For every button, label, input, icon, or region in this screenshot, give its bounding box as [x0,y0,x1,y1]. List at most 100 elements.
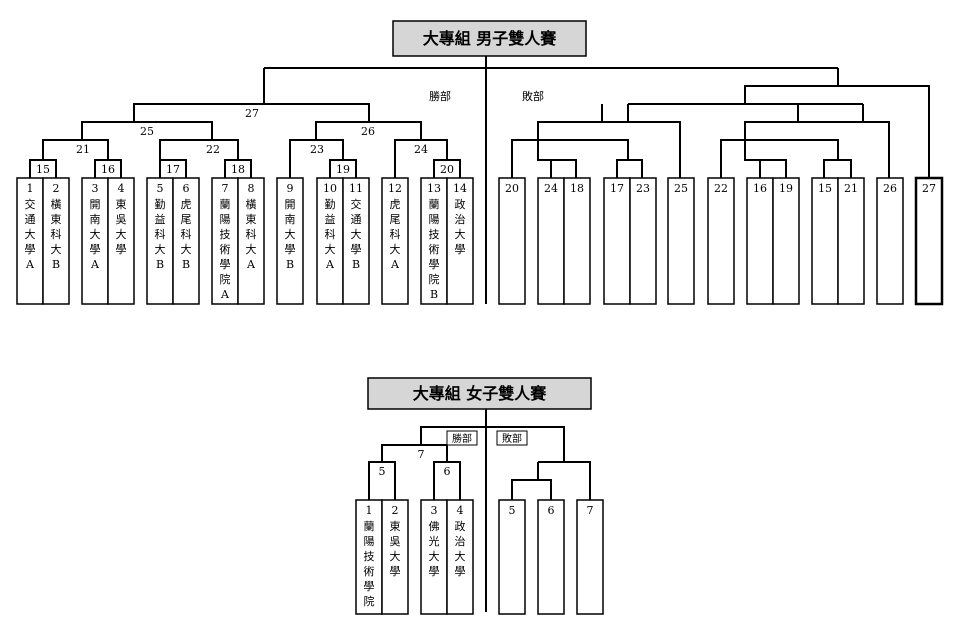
men-loser-slot: 17 [603,177,631,305]
men-loser-slot: 24 [537,177,565,305]
women-team-box: 1 蘭陽技術學院 [355,499,383,615]
men-match-26: 26 [361,125,375,138]
women-team-seed: 2 [392,504,399,517]
men-loser-slot-label: 19 [779,182,793,195]
men-match-21: 21 [76,143,90,156]
women-loser-slot: 5 [498,499,526,615]
women-title: 大專組 女子雙人賽 [413,384,548,403]
men-team-seed: 2 [53,182,60,195]
men-losers-bracket [511,68,930,178]
men-winners-bracket [29,68,461,178]
men-loser-slot: 18 [563,177,591,305]
men-team-seed: 12 [388,182,402,195]
men-loser-slot-label: 21 [844,182,858,195]
women-winners-label: 勝部 [452,432,472,445]
women-team-name: 東吳大學 [390,520,401,578]
women-match-6: 6 [444,465,451,478]
women-title-box: 大專組 女子雙人賽 [367,377,592,410]
men-team-name: 東吳大學 [116,198,127,256]
men-match-20: 20 [440,163,454,176]
men-loser-slot-label: 20 [505,182,519,195]
men-loser-slot-label: 24 [544,182,558,195]
women-team-name: 蘭陽技術學院 [364,520,375,608]
men-team-box: 14 政治大學 [446,177,474,305]
men-loser-slot: 25 [667,177,695,305]
men-title-box: 大專組 男子雙人賽 [392,20,587,57]
men-team-seed: 11 [349,182,363,195]
men-team-box: 4 東吳大學 [107,177,135,305]
men-loser-slot: 19 [772,177,800,305]
men-losers-label: 敗部 [522,89,544,103]
women-losers-label: 敗部 [502,432,522,445]
men-team-seed: 14 [453,182,467,195]
men-team-seed: 6 [183,182,190,195]
women-team-seed: 3 [431,504,438,517]
men-match-15: 15 [36,163,50,176]
men-loser-slot-label: 15 [818,182,832,195]
men-loser-slot: 27 [914,176,944,306]
men-team-seed: 13 [427,182,441,195]
men-match-18: 18 [231,163,245,176]
women-match-5: 5 [379,465,386,478]
women-team-box: 4 政治大學 [446,499,474,615]
men-team-seed: 7 [222,182,229,195]
women-team-box: 3 佛光大學 [420,499,448,615]
men-team-seed: 4 [118,182,125,195]
women-loser-slot: 6 [537,499,565,615]
men-winners-label: 勝部 [429,89,451,103]
women-loser-slot: 7 [576,499,604,615]
men-loser-slot: 26 [876,177,904,305]
men-loser-slot: 22 [707,177,735,305]
men-match-24: 24 [414,143,428,156]
men-loser-slot-label: 23 [636,182,650,195]
men-match-27: 27 [245,107,259,120]
women-losers-slots: 5 6 7 [498,499,604,615]
women-team-name: 政治大學 [455,519,466,578]
men-loser-slot: 15 [811,177,839,305]
men-team-seed: 3 [92,182,99,195]
women-match-7: 7 [418,448,425,461]
women-loser-slot-label: 7 [587,504,594,517]
men-loser-slot-label: 17 [610,182,624,195]
men-loser-slot: 23 [629,177,657,305]
women-loser-slot-label: 6 [548,504,555,517]
men-loser-slot: 20 [498,177,526,305]
men-team-seed: 1 [27,182,34,195]
men-match-23: 23 [310,143,324,156]
men-loser-slot-label: 26 [883,182,897,195]
men-team-seed: 8 [248,182,255,195]
men-team-seed: 9 [287,182,294,195]
women-team-box: 2 東吳大學 [381,499,409,615]
women-team-name: 佛光大學 [429,520,440,578]
men-title: 大專組 男子雙人賽 [423,29,558,48]
men-team-seed: 5 [157,182,164,195]
women-team-seed: 4 [457,504,464,517]
men-team-name: 政治大學 [455,197,466,256]
men-match-17: 17 [166,163,180,176]
women-winners-bracket [368,426,591,500]
men-match-labels: 27 25 26 21 22 23 24 15 16 17 18 19 20 [36,107,454,176]
women-team-seed: 1 [366,504,373,517]
men-loser-slot: 16 [746,177,774,305]
